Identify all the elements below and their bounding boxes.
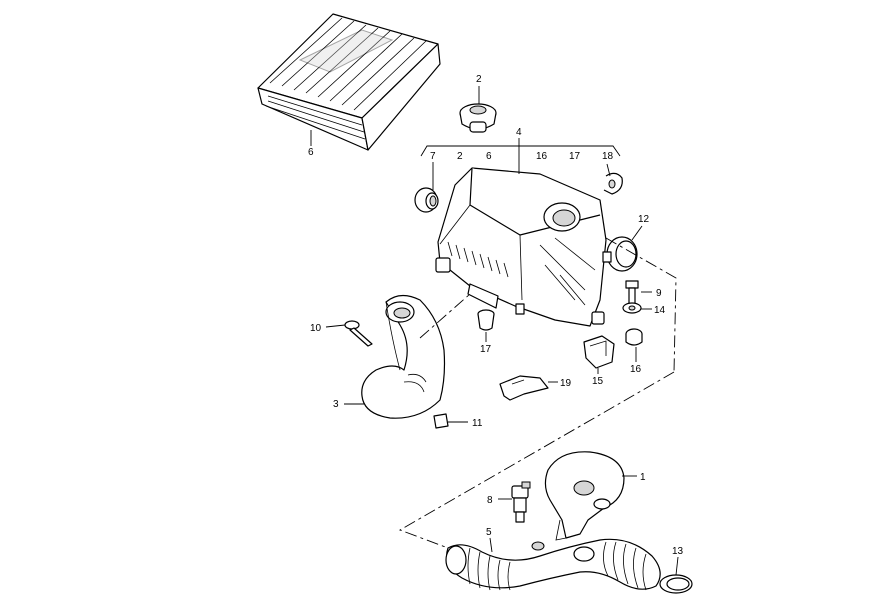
callout-15: 15: [592, 376, 604, 387]
callout-9: 9: [656, 288, 662, 299]
small-grommet-part[interactable]: [477, 309, 495, 331]
intake-duct[interactable]: [361, 294, 446, 419]
group-label-2: 2: [457, 151, 463, 162]
hose-clamp-upper[interactable]: [602, 236, 638, 272]
washer-part[interactable]: [622, 302, 642, 314]
corrugated-hose[interactable]: [445, 538, 661, 591]
callout-6: 6: [308, 147, 314, 158]
callout-labels: 1 2 3 4 5 6 7 8 9 10 11 12 13 14 15 16 1…: [308, 74, 684, 557]
callout-14: 14: [654, 305, 666, 316]
callout-11: 11: [472, 418, 483, 429]
callout-10: 10: [310, 323, 322, 334]
cap-part[interactable]: [459, 103, 497, 133]
callout-8: 8: [487, 495, 493, 506]
group-label-16: 16: [536, 151, 548, 162]
callout-5: 5: [486, 527, 492, 538]
callout-17: 17: [480, 344, 492, 355]
rubber-mount-part[interactable]: [625, 328, 643, 346]
resonator-part[interactable]: [544, 451, 625, 541]
sensor-part[interactable]: [511, 481, 531, 523]
callout-2: 2: [476, 74, 482, 85]
air-filter-housing[interactable]: [435, 167, 607, 327]
callout-13: 13: [672, 546, 684, 557]
bracket-strip-part[interactable]: [499, 375, 549, 401]
callout-1: 1: [640, 472, 646, 483]
group-label-17: 17: [569, 151, 581, 162]
callout-7: 7: [430, 151, 436, 162]
dashed-connection-lines: [398, 237, 677, 549]
callout-16: 16: [630, 364, 642, 375]
callout-12: 12: [638, 214, 650, 225]
callout-18: 18: [602, 151, 614, 162]
hose-clamp-lower[interactable]: [659, 574, 693, 594]
callout-4: 4: [516, 127, 522, 138]
air-filter-element[interactable]: [257, 13, 441, 151]
grommet-part[interactable]: [414, 187, 439, 213]
leader-lines: [310, 86, 679, 576]
duct-clip-part[interactable]: [433, 413, 449, 429]
group-label-6: 6: [486, 151, 492, 162]
bracket-part[interactable]: [583, 335, 615, 369]
bolt-part[interactable]: [625, 280, 639, 305]
callout-3: 3: [333, 399, 339, 410]
screw-part[interactable]: [344, 320, 373, 347]
callout-19: 19: [560, 378, 572, 389]
clip-part[interactable]: [603, 172, 623, 195]
